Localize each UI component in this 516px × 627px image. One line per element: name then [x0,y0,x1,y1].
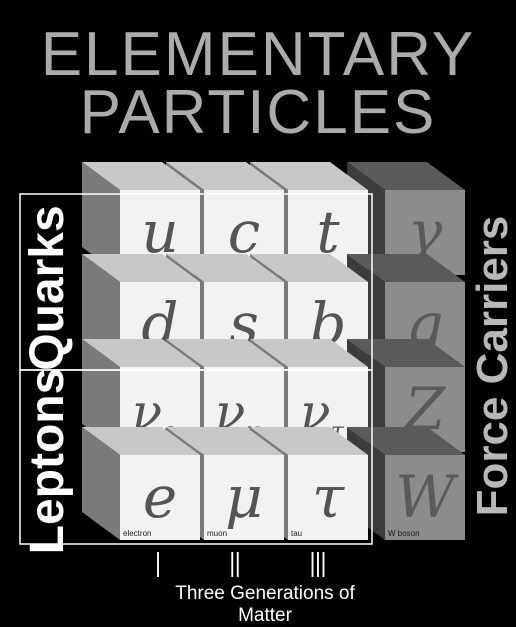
elementary-particles-diagram: ELEMENTARY PARTICLES γphotonttopccharmuu… [0,0,516,612]
particle-symbol: μ [225,463,263,531]
generation-1-label: I [153,547,164,583]
particle-symbol: e [143,463,177,531]
generation-2-label: II [227,547,244,583]
quarks-label: Quarks [20,188,76,388]
particle-name: W boson [388,529,420,538]
particle-name: tau [291,529,302,538]
particle-symbol: τ [312,463,345,531]
particle-symbol: W [395,463,459,531]
particle-name: electron [123,529,151,538]
particle-name: muon [207,529,227,538]
generations-caption: Three Generations of Matter [150,583,380,627]
force-carriers-label: Force Carriers [465,176,516,556]
leptons-label: Leptons [20,361,76,561]
particle-grid: γphotonttopccharmuupggluonbbottomsstrang… [0,0,516,612]
generation-3-label: III [307,547,329,583]
